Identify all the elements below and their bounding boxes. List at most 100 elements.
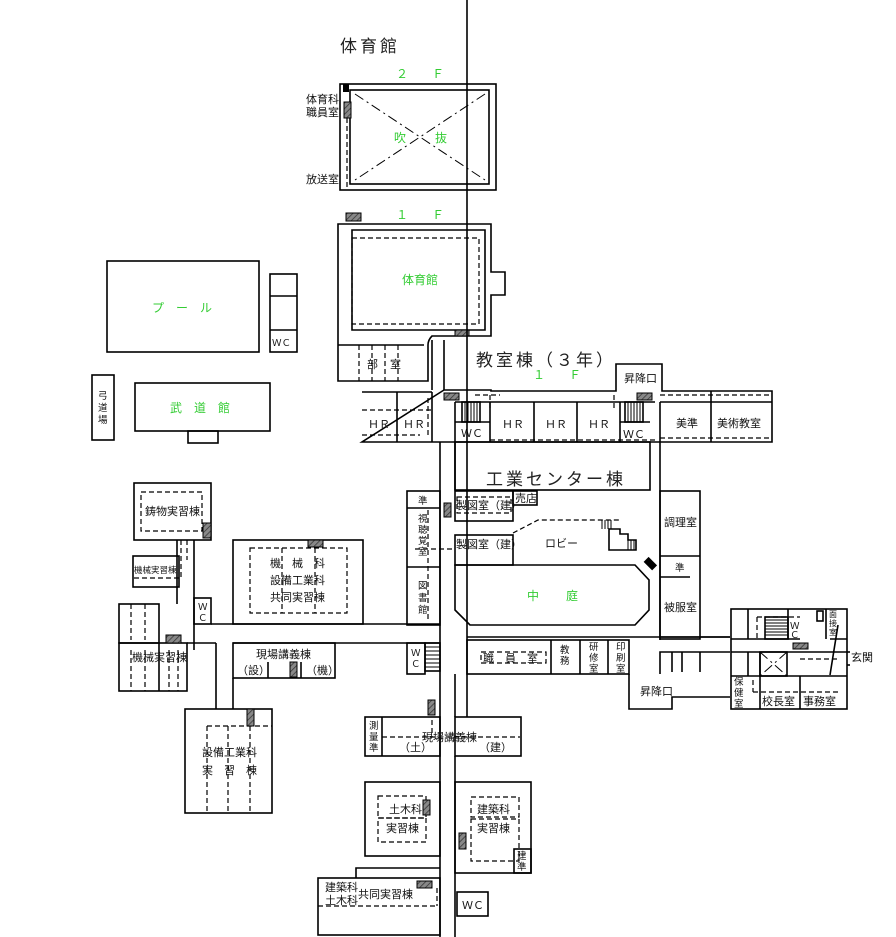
hr-room-label: ＨＲ xyxy=(502,418,524,431)
casting-building-label: 鋳物実習棟 xyxy=(145,504,200,518)
arch-workshop-label-2: 実習棟 xyxy=(477,821,510,835)
arch-prep-label-1: 建 xyxy=(517,850,527,862)
gym-1f-label: １ Ｆ xyxy=(396,208,444,222)
lecture-2-right-label: （建） xyxy=(479,740,512,754)
stairs-icon xyxy=(601,520,637,551)
stairs-icon xyxy=(624,401,644,423)
archery-range: 弓 道 場 xyxy=(91,374,115,441)
budokan-label: 武 道 館 xyxy=(170,400,230,415)
arch-workshop-label-1: 建築科 xyxy=(477,802,510,816)
hr-room-label: ＨＲ xyxy=(368,418,390,431)
club-room-label-2: 室 xyxy=(390,357,401,371)
gymnasium-1f: １ Ｆ 体育館 部 室 xyxy=(337,208,506,390)
classroom-building: 教室棟（３年） １ Ｆ xyxy=(359,351,773,443)
stairs-icon xyxy=(461,401,481,423)
survey-prep-label-3: 準 xyxy=(369,742,379,754)
machine-practice-small-label: 機械実習棟 xyxy=(134,565,177,576)
office-label: 事務室 xyxy=(803,694,836,708)
lecture-building-2-label: 現場講義棟 xyxy=(422,730,477,744)
gymnasium-2f: 体育館 ２ Ｆ 吹 抜 体育科 職員室 放送室 xyxy=(306,37,497,191)
library-label-1: 図 xyxy=(418,581,428,592)
entrance-label: 玄関 xyxy=(851,650,873,664)
elevator-icon xyxy=(759,651,788,677)
training-room-label-1: 研 xyxy=(589,642,599,653)
wc-label-2: Ｃ xyxy=(198,613,208,624)
industry-center-heading: 工業センター棟 xyxy=(486,470,626,490)
workshops-south: 測 量 準 現場講義棟 （土） （建） 土木科 実習棟 建築科 実習棟 建 準 … xyxy=(317,674,532,937)
void-label-2: 抜 xyxy=(435,131,447,145)
equipment-workshop-label-2: 実 習 棟 xyxy=(202,763,257,777)
pool-label: プ ー ル xyxy=(152,301,212,315)
survey-prep-label-2: 量 xyxy=(369,732,379,743)
prep-label-2: 準 xyxy=(675,562,685,574)
lecture-building-1-label: 現場講義棟 xyxy=(256,647,311,661)
wc-label: ＷＣ xyxy=(623,428,645,441)
broadcast-room-label: 放送室 xyxy=(306,172,339,186)
shop-label: 売店 xyxy=(515,491,537,505)
stairs-icon xyxy=(424,642,441,672)
industry-center-building: 工業センター棟 準 視 聴 覚 室 図 書 館 製図室（建） 売店 製図室（建）… xyxy=(406,441,701,640)
equipment-workshop-label-1: 設備工業科 xyxy=(202,745,257,759)
cooking-room-label: 調理室 xyxy=(664,515,697,529)
pe-staff-room-label-1: 体育科 xyxy=(306,92,339,106)
archery-label-2: 道 xyxy=(98,402,108,414)
wc-label-1: Ｗ xyxy=(198,602,208,613)
staff-room-label: 職 員 室 xyxy=(483,651,538,665)
civil-workshop-label-1: 土木科 xyxy=(389,802,422,816)
lecture-1-left-label: （設） xyxy=(237,663,270,677)
wc-label-2: Ｃ xyxy=(790,630,800,641)
art-room-label: 美術教室 xyxy=(717,416,761,430)
av-room-label-1: 視 xyxy=(418,513,428,525)
av-room-label-2: 聴 xyxy=(418,525,428,536)
academic-affairs-label-2: 務 xyxy=(560,655,570,667)
health-room-label-1: 保 xyxy=(734,676,744,688)
interview-room-label-1: 面 xyxy=(829,610,837,619)
lobby-label: ロビー xyxy=(545,537,578,550)
gym-1f-label-center: 体育館 xyxy=(402,272,438,287)
courtyard-label-2: 庭 xyxy=(566,588,578,603)
prep-label: 準 xyxy=(418,495,428,507)
health-room-label-2: 健 xyxy=(734,687,744,699)
interview-room-label-2: 接 xyxy=(829,618,837,628)
machine-practice-label: 機械実習棟 xyxy=(132,650,187,664)
stairs-entrance-label-2: 昇降口 xyxy=(640,684,673,698)
pool-building: プ ー ル ＷＣ xyxy=(106,260,298,353)
training-room-label-3: 室 xyxy=(589,663,599,675)
classroom-floor-label: １ Ｆ xyxy=(533,368,581,382)
print-room-label-3: 室 xyxy=(616,663,626,675)
arch-prep-label-2: 準 xyxy=(517,861,527,873)
gym-2f-label: ２ Ｆ xyxy=(396,67,444,81)
lecture-2-left-label: （土） xyxy=(399,741,432,754)
academic-affairs-label-1: 教 xyxy=(560,644,570,656)
library-label-3: 館 xyxy=(418,604,428,616)
hr-room-label: ＨＲ xyxy=(403,418,425,431)
classroom-building-heading: 教室棟（３年） xyxy=(476,351,616,371)
machine-joint-label-3: 共同実習棟 xyxy=(270,590,325,604)
archery-label-1: 弓 xyxy=(98,391,108,402)
drafting-room-label-2: 製図室（建） xyxy=(456,537,522,551)
wc-label-1: Ｗ xyxy=(790,621,800,632)
pe-staff-room-label-2: 職員室 xyxy=(306,105,339,119)
joint-workshop-arch-label: 建築科 xyxy=(325,880,358,894)
courtyard-label-1: 中 xyxy=(527,588,539,603)
wc-label-2: Ｃ xyxy=(411,659,421,670)
club-room-label-1: 部 xyxy=(367,357,378,371)
hr-room-label: ＨＲ xyxy=(545,418,567,431)
interview-room-label-3: 室 xyxy=(829,627,837,637)
joint-workshop-label: 共同実習棟 xyxy=(358,887,413,901)
admin-wing: 職 員 室 教 務 研 修 室 印 刷 室 昇降口 xyxy=(466,0,873,717)
void-label-1: 吹 xyxy=(394,131,406,145)
training-room-label-2: 修 xyxy=(589,652,599,664)
stairs-entrance-label: 昇降口 xyxy=(624,371,657,385)
civil-workshop-label-2: 実習棟 xyxy=(386,821,419,835)
workshops-west: 鋳物実習棟 機械実習棟 機 械 科 設備工業科 共同実習棟 Ｗ Ｃ xyxy=(118,482,441,814)
machine-joint-label-2: 設備工業科 xyxy=(270,573,325,587)
print-room-label-1: 印 xyxy=(616,641,626,653)
archery-label-3: 場 xyxy=(98,414,108,426)
wc-bottom-label: ＷＣ xyxy=(462,899,484,912)
budokan: 武 道 館 xyxy=(134,382,271,444)
av-room-label-4: 室 xyxy=(418,546,428,558)
gym-heading: 体育館 xyxy=(340,37,400,57)
clothing-room-label: 被服室 xyxy=(664,600,697,614)
machine-joint-label-1: 機 械 科 xyxy=(270,556,325,570)
